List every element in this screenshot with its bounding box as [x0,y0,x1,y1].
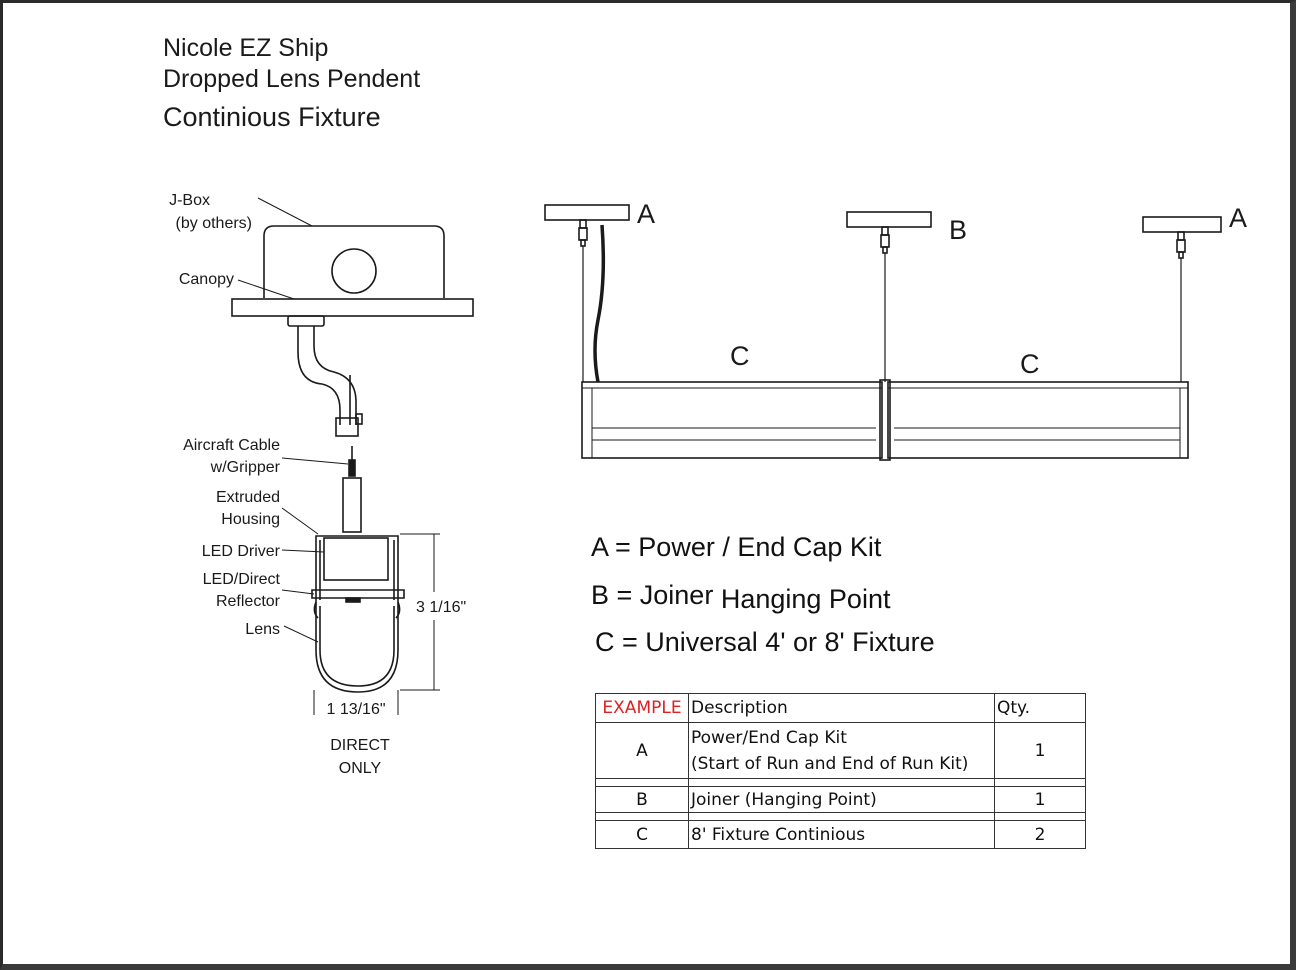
header-qty: Qty. [994,693,1086,723]
row-description: Power/End Cap Kit (Start of Run and End … [688,722,995,779]
dimension-width: 1 13/16" [326,701,385,718]
fixture-c-right [887,381,1189,459]
row-qty: 2 [994,820,1086,849]
note-only: ONLY [339,760,382,777]
label-b: B [949,215,967,245]
callout-led-direct: LED/Direct [203,571,281,588]
label-c-right: C [1020,349,1040,379]
title-line-1: Nicole EZ Ship [163,34,329,62]
canopy-a-right [1142,216,1222,233]
fixture-c-left [581,381,883,459]
extruded-housing [315,535,399,693]
header-description: Description [688,693,995,723]
note-direct: DIRECT [330,737,390,754]
header-example: EXAMPLE [595,693,689,723]
callout-canopy: Canopy [179,271,234,288]
callout-housing: Housing [221,511,280,528]
led-reflector [311,589,405,599]
table-spacer [595,812,1086,821]
table-row: C 8' Fixture Continious 2 [595,820,1086,849]
joiner-b [879,379,891,461]
row-code: B [595,786,689,813]
power-cord [297,326,341,425]
title-line-3: Continious Fixture [163,102,381,132]
cord-grip [335,417,359,437]
row-description-line: (Start of Run and End of Run Kit) [691,753,969,774]
table-row: A Power/End Cap Kit (Start of Run and En… [595,722,1086,779]
dimension-height: 3 1/16" [416,599,466,616]
legend-b-hanging-point: Hanging Point [720,584,891,614]
section-view-drawing: J-Box (by others) Canopy Aircraft Cable … [169,192,474,777]
canopy-b [846,211,932,228]
jbox-knockout [331,248,377,294]
callout-gripper: w/Gripper [210,459,281,476]
row-description: 8' Fixture Continious [688,820,995,849]
legend-b-joiner: B = Joiner [591,580,714,610]
label-c-left: C [730,341,750,371]
label-a-right: A [1229,203,1247,233]
jbox-shape [263,225,445,298]
canopy-a-left [544,204,630,221]
title-line-2: Dropped Lens Pendent [163,65,421,93]
legend-b: B = Joiner Hanging Point [591,580,891,614]
label-a-left: A [637,199,655,229]
power-cord-run [593,224,606,383]
callout-jbox-note: (by others) [176,215,252,232]
canopy-plate [231,298,474,317]
callout-extruded: Extruded [216,489,280,506]
legend-c: C = Universal 4' or 8' Fixture [595,627,935,657]
cable-gripper [342,477,362,533]
callout-jbox: J-Box [169,192,210,209]
run-diagram: A B A C C [544,199,1247,461]
row-qty: 1 [994,786,1086,813]
canopy-stem [287,315,325,327]
callout-led-driver: LED Driver [202,543,281,560]
lens-curve [319,606,395,687]
row-code: C [595,820,689,849]
led-driver [323,537,389,581]
example-parts-table: EXAMPLE Description Qty. A Power/End Cap… [595,693,1086,849]
callout-reflector: Reflector [216,593,281,610]
row-qty: 1 [994,722,1086,779]
table-spacer [595,778,1086,787]
row-description-line: Power/End Cap Kit [691,727,847,748]
table-header-row: EXAMPLE Description Qty. [595,693,1086,723]
callout-aircraft-cable: Aircraft Cable [183,437,280,454]
callout-lens: Lens [245,621,280,638]
row-code: A [595,722,689,779]
legend-a: A = Power / End Cap Kit [591,532,882,562]
row-description: Joiner (Hanging Point) [688,786,995,813]
table-row: B Joiner (Hanging Point) 1 [595,786,1086,813]
